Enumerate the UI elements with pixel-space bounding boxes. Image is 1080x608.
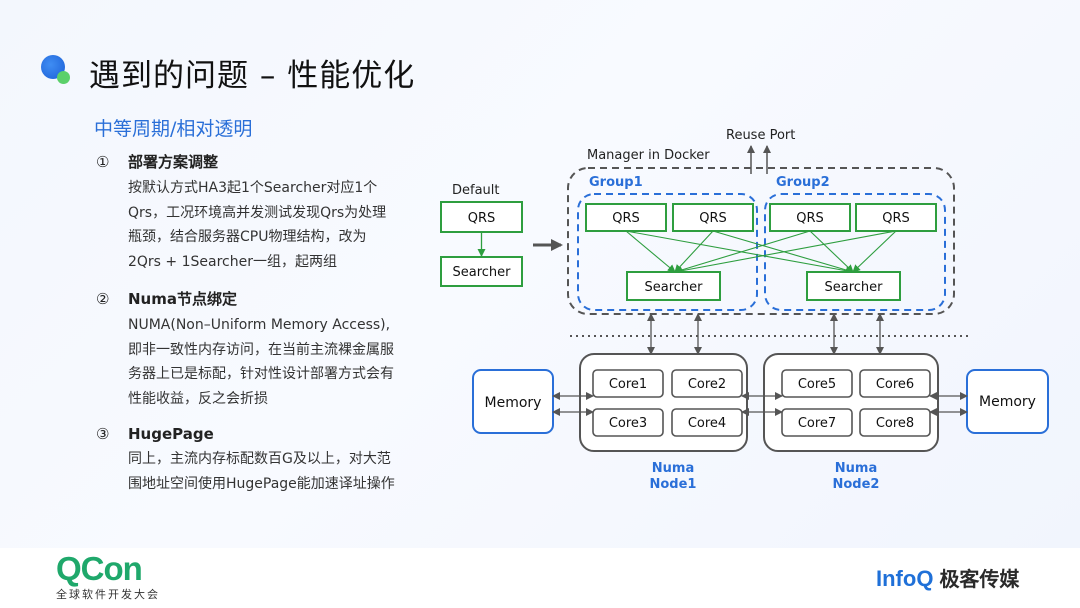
group2-box [764,193,946,311]
qrs-label: QRS [796,211,824,226]
qrs-label: QRS [699,211,727,226]
point-heading: ② Numa节点绑定 [96,288,436,309]
point-hugepage: ③ HugePage 同上，主流内存标配数百G及以上，对大范 围地址空间使用Hug… [96,425,436,496]
manager-docker-label: Manager in Docker [587,148,710,163]
manager-docker-box [567,167,955,315]
core-label: Core3 [609,416,647,431]
qrs-searcher-link [625,230,676,273]
qrs-label: QRS [612,211,640,226]
section-subtitle: 中等周期/相对透明 [94,118,253,140]
numa2-label-line2: Node2 [833,477,880,492]
core-label: Core7 [798,416,836,431]
point-text-line: 2Qrs + 1Searcher一组，起两组 [128,253,337,270]
geek-media-label: 极客传媒 [939,567,1020,591]
memory-left-box [472,369,554,434]
numa2-label-line1: Numa [835,461,877,476]
numa1-label-line1: Numa [652,461,694,476]
core-box [592,408,664,437]
point-text-line: 即非一致性内存访问，在当前主流裸金属服 [128,341,394,358]
core-box [671,369,743,398]
group2-label: Group2 [776,175,830,190]
group2-qrs1-box [769,203,851,232]
title-bullet-icon [41,55,70,84]
default-label: Default [452,183,500,198]
point-text-line: 同上，主流内存标配数百G及以上，对大范 [128,451,391,467]
qrs-searcher-link [625,230,854,275]
memory-label: Memory [979,394,1036,410]
searcher-label: Searcher [644,280,703,295]
core-label: Core6 [876,377,914,392]
core-box [859,369,931,398]
group1-searcher-box [626,271,721,301]
point-title: HugePage [128,425,214,443]
memory-right-box [966,369,1049,434]
qcon-wordmark: QCon [56,550,143,587]
core-label: Core4 [688,416,726,431]
point-text-line: 按默认方式HA3起1个Searcher对应1个 [128,180,378,196]
searcher-label: Searcher [824,280,883,295]
point-text-line: 瓶颈，结合服务器CPU物理结构，改为 [128,229,367,245]
point-heading: ① 部署方案调整 [96,151,436,172]
qrs-searcher-link [674,230,811,274]
point-heading: ③ HugePage [96,425,436,443]
core-label: Core1 [609,377,647,392]
default-qrs-label: QRS [468,211,496,226]
point-numa: ② Numa节点绑定 NUMA(Non–Uniform Memory Access… [96,288,436,411]
core-box [859,408,931,437]
point-title: Numa节点绑定 [128,290,237,308]
default-searcher-label: Searcher [452,265,511,280]
core-box [671,408,743,437]
point-number: ① [96,153,110,171]
point-text-line: 性能收益，反之会折损 [128,390,268,407]
infoq-wordmark: InfoQ [876,566,934,591]
point-deployment: ① 部署方案调整 按默认方式HA3起1个Searcher对应1个 Qrs，工况环境… [96,151,436,274]
core-box [592,369,664,398]
qrs-searcher-link [852,230,897,273]
point-number: ② [96,290,110,308]
point-text-line: Qrs，工况环境高并发测试发现Qrs为处理 [128,204,387,221]
numa1-label-line2: Node1 [650,477,697,492]
page-title: 遇到的问题 – 性能优化 [89,58,416,94]
core-label: Core8 [876,416,914,431]
point-text-line: 务器上已是标配，针对性设计部署方式会有 [128,366,394,382]
core-box [781,408,853,437]
qcon-logo: QCon 全球软件开发大会 [56,552,160,602]
group1-qrs1-box [585,203,667,232]
core-label: Core5 [798,377,836,392]
group1-qrs2-box [672,203,754,232]
point-title: 部署方案调整 [128,153,219,171]
point-text-line: NUMA(Non–Uniform Memory Access), [128,317,391,333]
qrs-searcher-link [674,230,897,275]
group2-searcher-box [806,271,901,301]
qrs-searcher-link [674,230,714,273]
group2-qrs2-box [855,203,937,232]
group1-box [577,193,758,311]
architecture-diagram: Reuse Port Manager in Docker Default QRS… [440,128,1049,492]
reuse-port-label: Reuse Port [726,128,795,143]
group1-label: Group1 [589,175,643,190]
core-label: Core2 [688,377,726,392]
point-number: ③ [96,425,110,443]
footer-bar [0,548,1080,608]
qrs-label: QRS [882,211,910,226]
point-text-line: 围地址空间使用HugePage能加速译址操作 [128,475,395,492]
memory-label: Memory [485,395,542,411]
qrs-searcher-link [809,230,854,273]
default-searcher-box [440,256,523,287]
core-box [781,369,853,398]
qcon-subtitle: 全球软件开发大会 [56,588,160,601]
